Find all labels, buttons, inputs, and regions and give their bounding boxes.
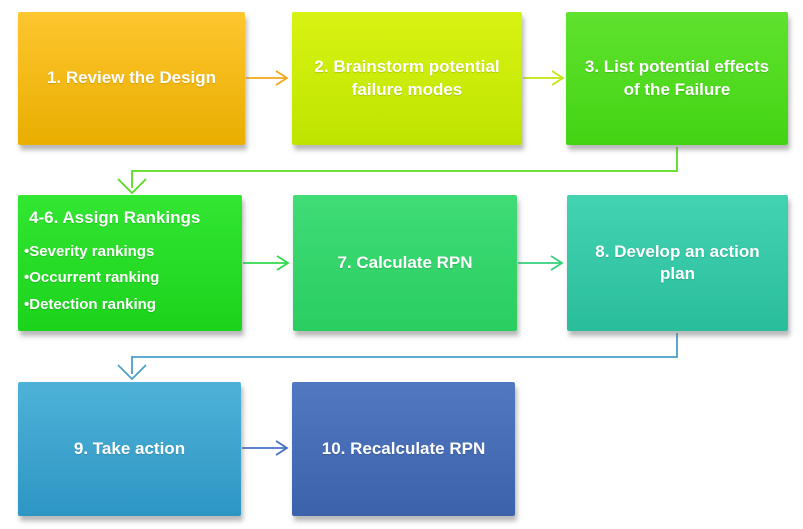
step-8-label: 8. Develop an action plan — [595, 241, 760, 283]
step-4-6-bullet-detection: •Detection ranking — [24, 296, 156, 314]
step-1-box: 1. Review the Design — [18, 12, 245, 145]
step-10-box: 10. Recalculate RPN — [292, 382, 515, 516]
connector-step9-step10 — [242, 440, 289, 456]
connector-step3-step4 — [117, 147, 678, 195]
connector-step7-step8 — [518, 255, 564, 271]
step-7-label: 7. Calculate RPN — [337, 252, 473, 272]
step-4-6-label: 4-6. Assign Rankings — [29, 208, 201, 228]
step-3-label: 3. List potential effects of the Failure — [584, 57, 770, 99]
connector-step8-step9 — [117, 333, 678, 381]
step-4-6-bullet-occurrent: •Occurrent ranking — [24, 269, 160, 287]
step-2-label: 2. Brainstorm potential failure modes — [314, 57, 500, 99]
step-8-box: 8. Develop an action plan — [567, 195, 788, 331]
connector-step4-step7 — [243, 255, 290, 271]
step-3-box: 3. List potential effects of the Failure — [566, 12, 788, 145]
step-1-label: 1. Review the Design — [46, 68, 217, 88]
step-2-box: 2. Brainstorm potential failure modes — [292, 12, 522, 145]
step-10-label: 10. Recalculate RPN — [321, 438, 486, 458]
step-9-box: 9. Take action — [18, 382, 241, 516]
connector-step2-step3 — [523, 70, 565, 86]
step-4-6-box: 4-6. Assign Rankings •Severity rankings … — [18, 195, 242, 331]
step-4-6-bullet-severity: •Severity rankings — [24, 242, 155, 260]
step-7-box: 7. Calculate RPN — [293, 195, 517, 331]
step-9-label: 9. Take action — [73, 438, 186, 458]
connector-step1-step2 — [246, 70, 289, 86]
